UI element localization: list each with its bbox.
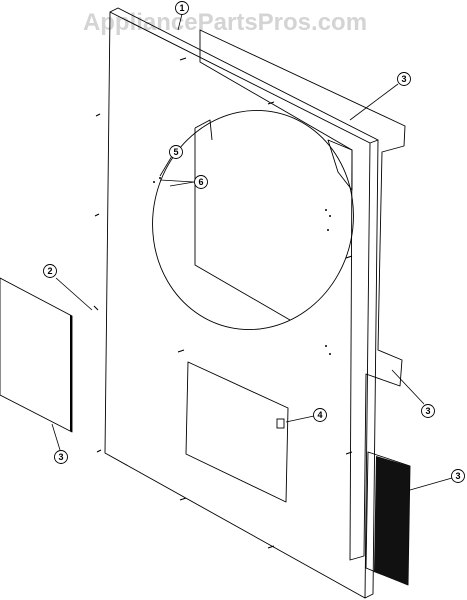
- front-panel-top-edge: [109, 7, 379, 141]
- callout-4-circle: [313, 408, 327, 422]
- callout-6-circle: [194, 175, 208, 189]
- callout-3b: 3: [58, 452, 63, 462]
- right-side-cover-shade: [374, 456, 410, 585]
- leader-6a: [169, 181, 195, 187]
- leader-3b: [51, 423, 61, 451]
- hole: [325, 209, 327, 211]
- screw: [345, 255, 353, 259]
- hole: [329, 215, 331, 217]
- callout-3a-circle: [397, 72, 411, 86]
- drum-opening: [152, 109, 354, 331]
- access-clip: [276, 418, 285, 429]
- leader-4: [285, 415, 315, 423]
- callout-3d: 3: [455, 471, 460, 481]
- leader-3a: [349, 83, 399, 121]
- screw: [94, 213, 100, 217]
- watermark-text: AppliancePartsPros.com: [83, 9, 367, 36]
- front-panel-edge: [364, 139, 379, 599]
- screw: [179, 497, 187, 501]
- screw: [95, 113, 101, 117]
- callout-5: 5: [173, 147, 178, 157]
- hole: [329, 353, 331, 355]
- screw: [267, 545, 275, 549]
- leader-5: [159, 155, 173, 177]
- screw: [345, 451, 353, 455]
- screw: [179, 57, 187, 61]
- hole: [327, 229, 329, 231]
- hole: [153, 181, 155, 183]
- screw: [96, 449, 102, 453]
- callout-6: 6: [198, 177, 203, 187]
- callout-3c: 3: [425, 406, 430, 416]
- callout-3d-circle: [451, 469, 465, 483]
- callout-4: 4: [317, 410, 322, 420]
- leader-1: [177, 13, 183, 31]
- leader-3d: [409, 477, 453, 491]
- leader-6b: [159, 179, 195, 183]
- callout-1-circle: [175, 1, 189, 15]
- front-panel: [104, 11, 371, 599]
- corner-tab: [327, 139, 353, 191]
- left-side-cover-edge: [70, 315, 72, 432]
- rear-mounting-bracket: [199, 29, 406, 561]
- callout-3a: 3: [401, 74, 406, 84]
- leader-3c: [391, 369, 425, 405]
- callout-2: 2: [47, 266, 52, 276]
- left-side-cover: [0, 277, 73, 433]
- screw: [93, 305, 99, 311]
- screw: [267, 101, 275, 105]
- access-panel-cutout: [185, 361, 289, 503]
- hole: [325, 345, 327, 347]
- callout-2-circle: [43, 264, 57, 278]
- drum-opening-inner-top: [194, 119, 213, 141]
- screw: [177, 349, 185, 353]
- drum-opening-inner: [194, 128, 291, 321]
- hole: [159, 177, 161, 179]
- callout-5-circle: [169, 145, 183, 159]
- leader-2: [55, 277, 93, 311]
- callout-3c-circle: [421, 404, 435, 418]
- callout-1: 1: [179, 3, 184, 13]
- callout-3b-circle: [54, 450, 68, 464]
